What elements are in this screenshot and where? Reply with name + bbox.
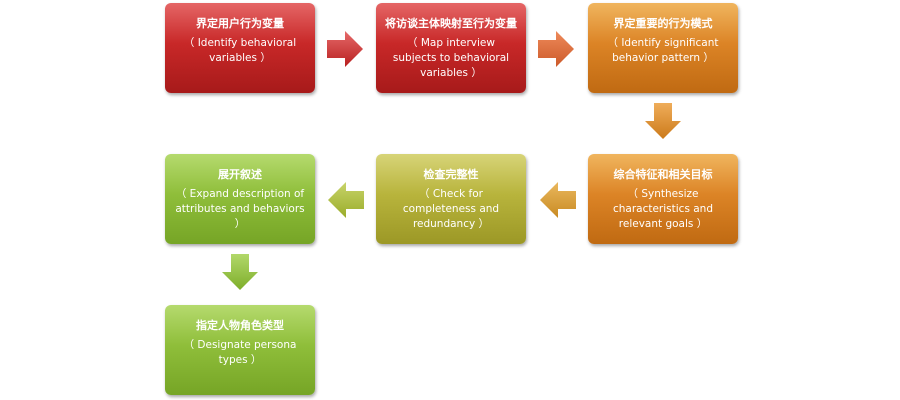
- step-1-box: 界定用户行为变量 （ Identify behavioral variables…: [165, 3, 315, 93]
- step-6-box: 展开叙述 （ Expand description of attributes …: [165, 154, 315, 244]
- arrow-6-shape: [222, 254, 258, 290]
- step-7-subtitle: （ Designate persona types ）: [183, 339, 297, 366]
- arrow-4-shape: [540, 182, 576, 218]
- step-3-box: 界定重要的行为模式 （ Identify significant behavio…: [588, 3, 738, 93]
- step-5-box: 检查完整性 （ Check for completeness and redun…: [376, 154, 526, 244]
- step-1-title: 界定用户行为变量: [196, 17, 284, 30]
- arrow-down-icon: [645, 103, 681, 139]
- arrow-1-shape: [327, 31, 363, 67]
- arrow-3-shape: [645, 103, 681, 139]
- step-4-subtitle: （ Synthesize characteristics and relevan…: [612, 188, 714, 230]
- step-3-subtitle: （ Identify significant behavior pattern …: [607, 37, 719, 64]
- step-7-title: 指定人物角色类型: [196, 319, 284, 332]
- arrow-5-shape: [328, 182, 364, 218]
- arrow-down-icon: [222, 254, 258, 290]
- arrow-2-shape: [538, 31, 574, 67]
- arrow-left-icon: [540, 182, 576, 218]
- step-5-title: 检查完整性: [423, 168, 479, 181]
- step-1-subtitle: （ Identify behavioral variables ）: [183, 37, 297, 64]
- step-6-title: 展开叙述: [218, 168, 262, 181]
- step-4-title: 综合特征和相关目标: [613, 168, 713, 181]
- step-6-subtitle: （ Expand description of attributes and b…: [175, 188, 305, 230]
- step-3-title: 界定重要的行为模式: [613, 17, 713, 30]
- arrow-left-icon: [328, 182, 364, 218]
- step-7-box: 指定人物角色类型 （ Designate persona types ）: [165, 305, 315, 395]
- step-2-title: 将访谈主体映射至行为变量: [385, 17, 517, 30]
- step-4-box: 综合特征和相关目标 （ Synthesize characteristics a…: [588, 154, 738, 244]
- step-2-subtitle: （ Map interview subjects to behavioral v…: [392, 37, 510, 79]
- step-5-subtitle: （ Check for completeness and redundancy …: [402, 188, 500, 230]
- step-2-box: 将访谈主体映射至行为变量 （ Map interview subjects to…: [376, 3, 526, 93]
- arrow-right-icon: [538, 31, 574, 67]
- arrow-right-icon: [327, 31, 363, 67]
